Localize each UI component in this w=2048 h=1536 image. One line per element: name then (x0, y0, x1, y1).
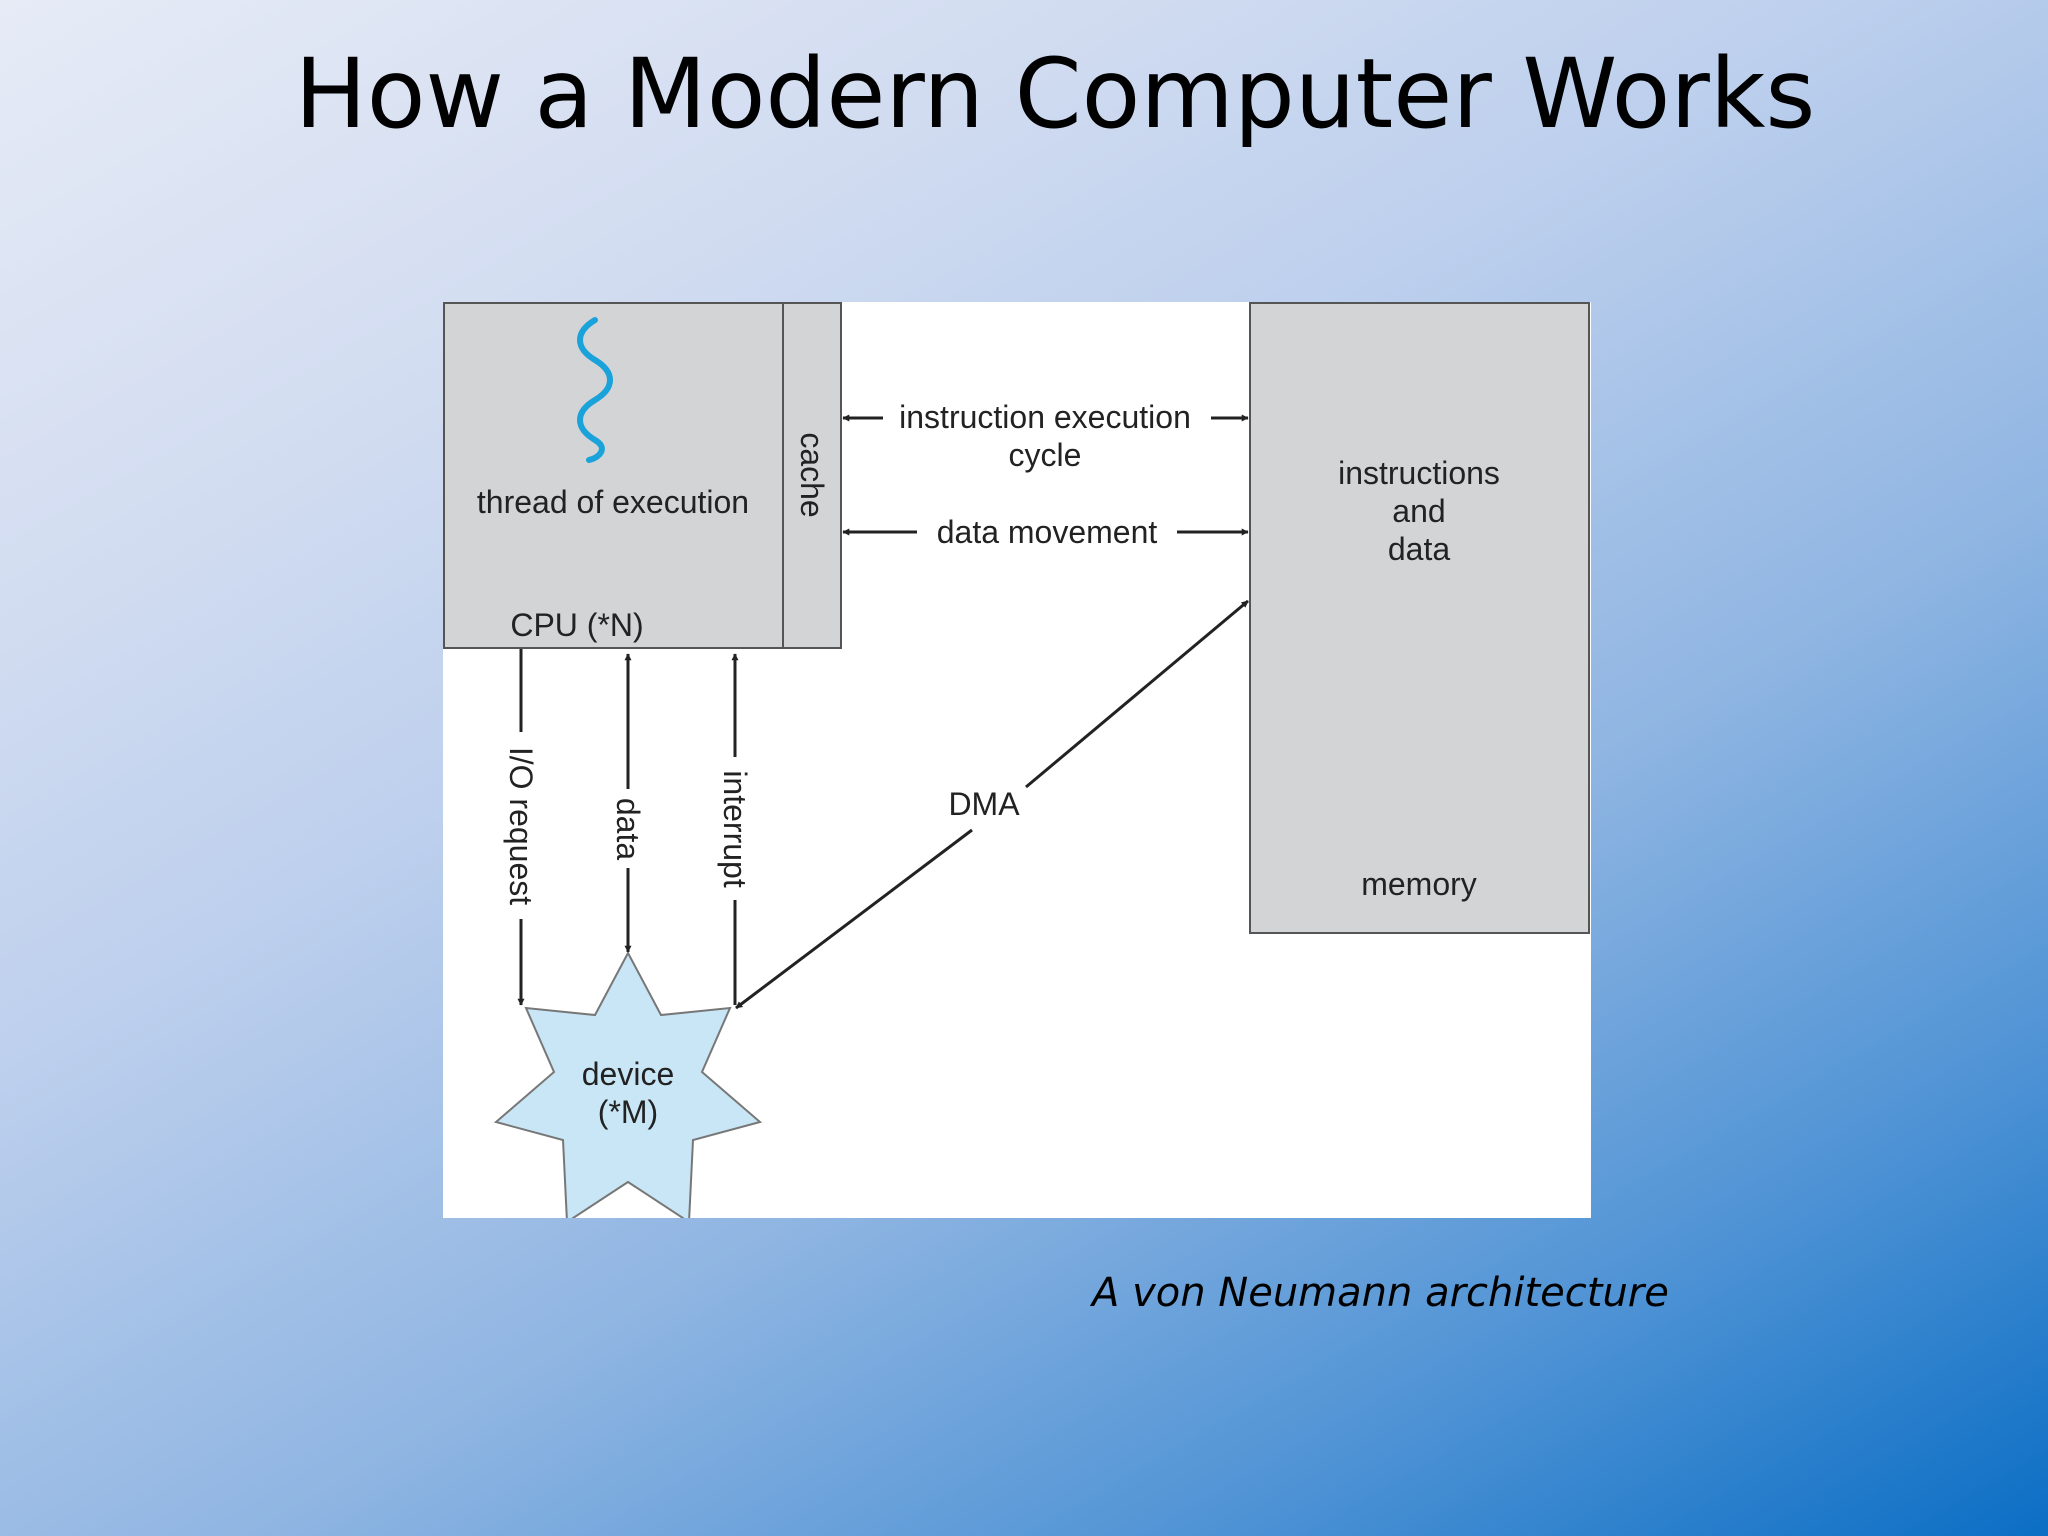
instruction-cycle-label-line-2: cycle (1009, 437, 1082, 473)
instruction-cycle-label-line-1: instruction execution (899, 399, 1191, 435)
device-label-line-1: device (582, 1056, 675, 1092)
data-arrow-label: data (610, 798, 646, 860)
memory-contents-line-2: and (1392, 493, 1445, 529)
cpu-label: CPU (*N) (510, 607, 643, 643)
memory-contents-line-3: data (1388, 531, 1450, 567)
io-request-label: I/O request (503, 747, 539, 905)
interrupt-label: interrupt (717, 770, 753, 888)
dma-arrow-lower (735, 828, 973, 1010)
slide-caption: A von Neumann architecture (1092, 1270, 1669, 1316)
memory-label: memory (1361, 866, 1477, 902)
slide-title: How a Modern Computer Works (294, 38, 1816, 150)
data-movement-label: data movement (937, 514, 1158, 550)
thread-label: thread of execution (477, 484, 749, 520)
memory-contents-line-1: instructions (1338, 455, 1500, 491)
memory-box (1249, 302, 1590, 934)
dma-arrow-upper (1025, 599, 1249, 789)
device-star (493, 950, 763, 1218)
thread-squiggle-icon (577, 317, 613, 463)
cache-label: cache (794, 432, 830, 517)
architecture-diagram: thread of execution CPU (*N) cache instr… (443, 302, 1591, 1218)
cache-box (782, 302, 842, 649)
device-label-line-2: (*M) (598, 1094, 658, 1130)
cpu-box (443, 302, 842, 649)
dma-label: DMA (948, 786, 1020, 822)
